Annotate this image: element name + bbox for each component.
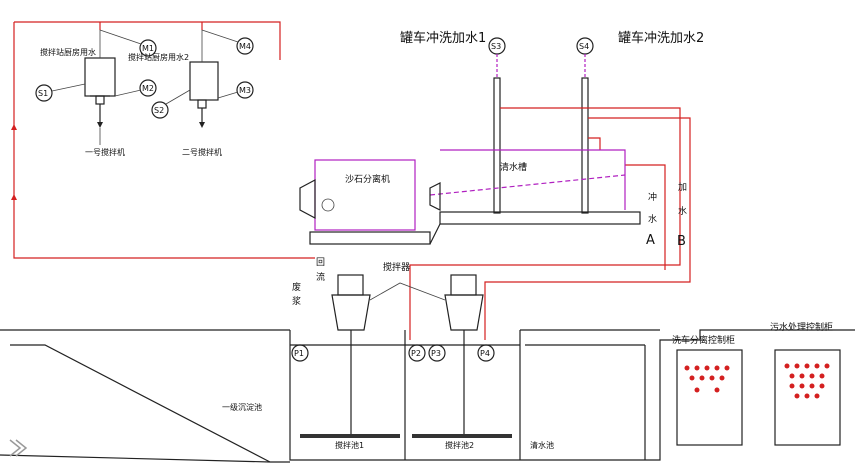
- svg-text:S3: S3: [491, 42, 501, 51]
- sensor-s2: S2: [151, 89, 191, 119]
- pump-p3: P3: [428, 344, 446, 362]
- tank-structure: [0, 329, 855, 463]
- control-cabinet-1: 洗车分离控制柜: [672, 334, 743, 446]
- agitator-2: [412, 274, 512, 438]
- svg-text:S4: S4: [579, 42, 589, 51]
- clear-water-tank: 清水槽: [429, 149, 641, 245]
- svg-text:P4: P4: [480, 349, 490, 358]
- svg-text:M4: M4: [239, 42, 251, 51]
- label-return: 回 流: [316, 257, 325, 283]
- label-stir-tank-1: 搅拌池1: [335, 440, 364, 450]
- mixer-station-2: 搅拌站厨房用水2 二号搅拌机: [128, 30, 222, 157]
- svg-text:水: 水: [678, 205, 687, 217]
- svg-text:洗车分离控制柜: 洗车分离控制柜: [672, 334, 735, 346]
- valve-m4: M4: [201, 29, 254, 55]
- prev-chevron-icon[interactable]: [9, 439, 28, 457]
- label-stir-tank-2: 搅拌池2: [445, 440, 474, 450]
- tank-car-wash-1: 罐车冲洗加水1 S3: [400, 30, 506, 214]
- svg-text:流: 流: [316, 271, 325, 283]
- label-clear-water-tank: 清水槽: [500, 161, 527, 173]
- tank-car-wash-2: 罐车冲洗加水2 S4: [576, 30, 704, 214]
- label-tank-car-wash-1: 罐车冲洗加水1: [400, 30, 486, 46]
- svg-text:冲: 冲: [648, 191, 657, 203]
- svg-text:M1: M1: [142, 44, 154, 53]
- label-separator: 沙石分离机: [345, 173, 390, 185]
- pipe-left-loop: [11, 21, 315, 259]
- label-tank-car-wash-2: 罐车冲洗加水2: [618, 30, 704, 46]
- valve-m3: M3: [217, 81, 254, 99]
- svg-text:M2: M2: [142, 84, 154, 93]
- svg-text:P3: P3: [431, 349, 441, 358]
- svg-text:P2: P2: [411, 349, 421, 358]
- label-stirrer-water-2: 搅拌站厨房用水2: [128, 52, 189, 62]
- svg-text:废: 废: [292, 281, 301, 293]
- svg-text:S1: S1: [38, 89, 48, 98]
- label-mixer-1: 一号搅拌机: [85, 147, 125, 157]
- label-wash-a: 冲 水 A: [646, 191, 657, 248]
- label-mixer-2: 二号搅拌机: [182, 147, 222, 157]
- label-agitator: 搅拌器: [383, 261, 410, 273]
- sensor-s1: S1: [35, 83, 86, 102]
- svg-text:水: 水: [648, 213, 657, 225]
- svg-text:污水处理控制柜: 污水处理控制柜: [770, 321, 833, 333]
- sand-stone-separator: 沙石分离机: [299, 159, 431, 245]
- pump-p2: P2: [408, 344, 426, 362]
- pump-p4: P4: [477, 344, 495, 362]
- svg-text:加: 加: [678, 182, 687, 193]
- svg-text:S2: S2: [154, 106, 164, 115]
- svg-text:B: B: [677, 234, 686, 249]
- svg-text:回: 回: [316, 257, 325, 268]
- svg-text:P1: P1: [294, 349, 304, 358]
- label-waste-slurry: 废 浆: [292, 281, 301, 307]
- label-clean-tank: 清水池: [530, 440, 554, 450]
- pump-p1: P1: [291, 344, 309, 362]
- control-cabinet-2: 污水处理控制柜: [770, 321, 841, 446]
- svg-text:A: A: [646, 233, 655, 248]
- pipe-right: [409, 107, 691, 340]
- svg-text:浆: 浆: [292, 295, 301, 307]
- mixer-station-1: 搅拌站厨房用水 一号搅拌机: [40, 30, 125, 157]
- agitator-1: [300, 274, 400, 438]
- valve-m2: M2: [114, 79, 157, 97]
- label-sedimentation-tank: 一级沉淀池: [222, 402, 262, 412]
- svg-text:M3: M3: [239, 86, 251, 95]
- label-add-b: 加 水 B: [677, 182, 687, 249]
- valve-m1: M1: [99, 29, 157, 57]
- label-stirrer-water: 搅拌站厨房用水: [40, 47, 96, 57]
